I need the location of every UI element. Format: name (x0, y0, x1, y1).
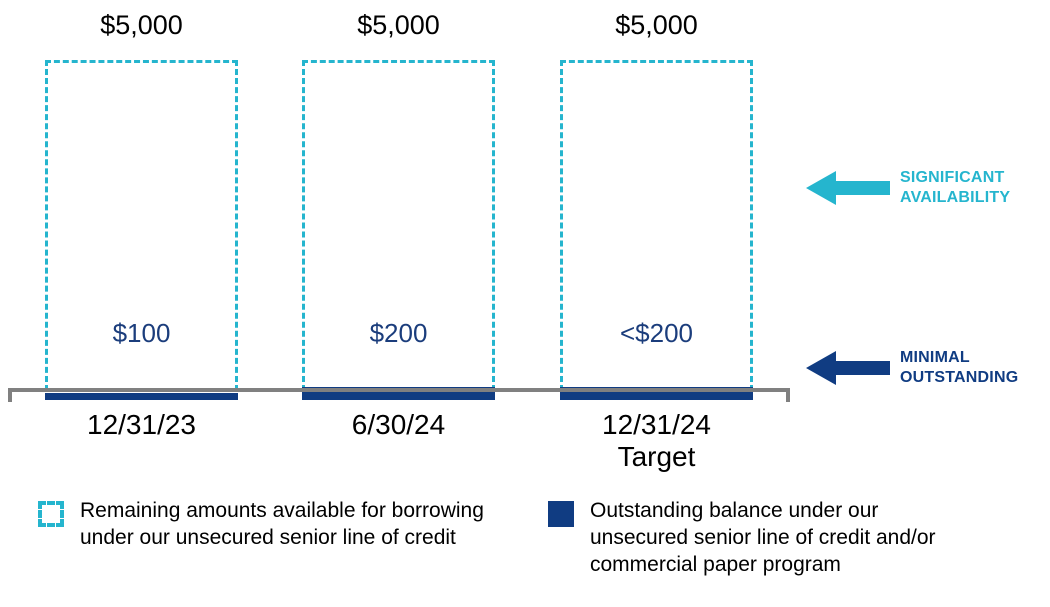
legend-label-available: Remaining amounts available for borrowin… (80, 498, 484, 552)
legend-label-available-line1: Remaining amounts available for borrowin… (80, 499, 484, 522)
left-arrow-cyan-icon (806, 171, 890, 205)
plot-area: $5,000 $5,000 $5,000 $100 $200 <$200 12/… (8, 10, 790, 472)
category-label-3: 12/31/24 Target (560, 409, 753, 473)
category-label-3-line1: 12/31/24 (602, 409, 711, 440)
category-label-1-line1: 12/31/23 (87, 409, 196, 440)
bar-group-3[interactable] (560, 60, 753, 400)
x-axis-tick-right (786, 388, 790, 402)
annotation-significant-line1: SIGNIFICANT (900, 169, 1005, 186)
legend-item-outstanding[interactable]: Outstanding balance under our unsecured … (548, 498, 1018, 579)
available-box-2 (302, 60, 495, 400)
bar-top-label-1: $5,000 (100, 10, 183, 40)
category-label-2-line1: 6/30/24 (351, 409, 446, 440)
legend: Remaining amounts available for borrowin… (0, 492, 1050, 607)
category-label-3-line2: Target (617, 441, 696, 473)
annotation-minimal-line2: OUTSTANDING (900, 369, 1019, 386)
bar-inner-label-3: <$200 (619, 318, 694, 348)
bar-group-2[interactable] (302, 60, 495, 400)
annotation-minimal-line1: MINIMAL (900, 349, 970, 366)
legend-swatch-solid-icon (548, 501, 574, 527)
legend-label-outstanding: Outstanding balance under our unsecured … (590, 498, 936, 579)
x-axis-line (8, 388, 790, 392)
legend-label-outstanding-line1: Outstanding balance under our (590, 499, 879, 522)
legend-swatch-dashed-icon (38, 501, 64, 527)
legend-label-outstanding-line3: commercial paper program (590, 552, 841, 576)
legend-label-outstanding-line2: unsecured senior line of credit and/or (590, 525, 936, 549)
category-label-1: 12/31/23 (45, 409, 238, 441)
x-axis-tick-left (8, 388, 12, 402)
available-box-3 (560, 60, 753, 400)
bar-top-label-2: $5,000 (357, 10, 440, 40)
bar-top-label-3: $5,000 (615, 10, 698, 40)
bar-inner-label-2: $200 (369, 318, 428, 348)
left-arrow-navy-icon (806, 351, 890, 385)
outstanding-bar-1 (45, 393, 238, 400)
annotation-significant-line2: AVAILABILITY (900, 189, 1011, 206)
legend-label-available-line2: under our unsecured senior line of credi… (80, 525, 456, 549)
category-label-2: 6/30/24 (302, 409, 495, 441)
annotation-significant-availability: SIGNIFICANT AVAILABILITY (806, 168, 1010, 208)
annotation-minimal-outstanding: MINIMAL OUTSTANDING (806, 348, 1018, 388)
legend-item-available[interactable]: Remaining amounts available for borrowin… (38, 498, 538, 552)
available-box-1 (45, 60, 238, 400)
bar-group-1[interactable] (45, 60, 238, 400)
annotation-minimal-text: MINIMAL OUTSTANDING (900, 348, 1018, 388)
annotation-significant-text: SIGNIFICANT AVAILABILITY (900, 168, 1010, 208)
bar-inner-label-1: $100 (112, 318, 171, 348)
